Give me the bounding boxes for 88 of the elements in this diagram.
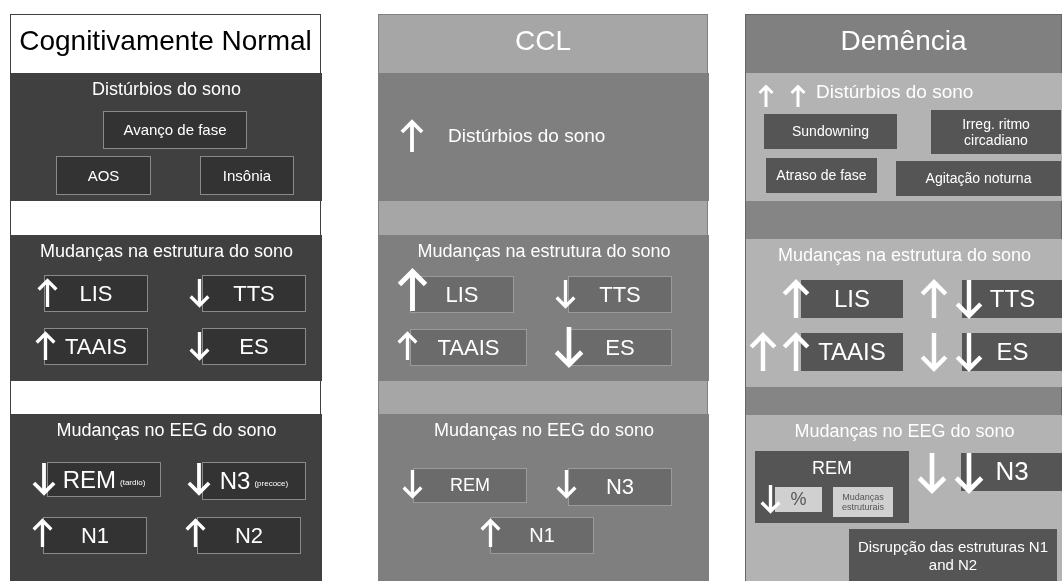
term-label: LIS	[79, 280, 113, 307]
term-box	[962, 280, 1062, 318]
term-label: TAAIS	[818, 338, 886, 366]
term-box	[568, 329, 672, 366]
column-panel	[745, 14, 1062, 581]
qualifier-note: (tardio)	[120, 477, 146, 488]
term-label: TTS	[599, 281, 641, 308]
term-box	[43, 517, 147, 554]
section-panel	[379, 414, 709, 581]
term-box	[962, 333, 1062, 371]
term-label: TAAIS	[65, 333, 127, 360]
section-heading: Distúrbios do sono	[448, 125, 606, 147]
term-box	[103, 111, 247, 149]
section-heading: Mudanças no EEG do sono	[55, 420, 278, 441]
term-label: N3	[605, 474, 635, 500]
term-box	[202, 275, 306, 312]
term-box	[44, 275, 148, 312]
section-heading: Mudanças na estrutura do sono	[776, 245, 1033, 266]
term-box	[755, 451, 909, 523]
term-box	[44, 328, 148, 365]
term-label: ES	[605, 334, 635, 361]
term-label: Insônia	[222, 166, 272, 185]
term-label: Atraso de fase	[776, 167, 867, 184]
term-label: Irreg. ritmo circadiano	[961, 115, 1031, 149]
column-title: Demência	[839, 25, 968, 58]
term-box	[896, 161, 1061, 196]
term-label: LIS	[445, 281, 479, 308]
section-heading: Mudanças no EEG do sono	[432, 420, 656, 441]
term-label: LIS	[834, 285, 870, 313]
qualifier-note: (precoce)	[254, 479, 289, 489]
term-box	[568, 276, 672, 313]
box-heading: REM	[811, 458, 853, 479]
term-label: Disrupção das estruturas N1 and N2	[856, 538, 1050, 573]
section-heading: Mudanças na estrutura do sono	[38, 241, 295, 262]
term-box	[56, 156, 151, 195]
term-label: N1	[80, 522, 110, 549]
term-label: %	[790, 489, 807, 510]
term-box	[197, 517, 301, 554]
term-label: Avanço de fase	[123, 121, 227, 139]
term-box	[490, 517, 594, 554]
term-label: Sundowning	[791, 123, 870, 140]
term-box	[801, 333, 903, 371]
section-panel	[379, 73, 709, 201]
term-box	[413, 468, 527, 503]
sub-box	[833, 487, 893, 517]
term-box	[568, 468, 672, 506]
term-label: TTS	[233, 280, 275, 307]
section-panel	[11, 73, 322, 201]
section-panel	[379, 235, 709, 381]
term-label: TTS	[989, 285, 1036, 313]
sub-box	[775, 487, 822, 512]
column-panel	[10, 14, 321, 581]
term-label: REM	[62, 465, 116, 494]
term-box	[200, 156, 294, 195]
term-box	[410, 276, 514, 313]
term-label: REM	[450, 475, 490, 496]
term-label: N3	[995, 457, 1029, 487]
term-box	[47, 462, 161, 497]
section-heading: Mudanças no EEG do sono	[793, 421, 1016, 442]
term-label: N3	[219, 467, 251, 495]
term-label: N1	[529, 524, 555, 547]
section-panel	[11, 414, 322, 581]
term-box	[766, 158, 877, 193]
term-label: Mudanças estruturais	[841, 491, 885, 513]
section-panel	[746, 239, 1062, 387]
section-panel	[746, 73, 1062, 201]
term-label: TAAIS	[437, 334, 500, 361]
section-heading: Distúrbios do sono	[816, 81, 974, 103]
term-box	[410, 329, 527, 366]
term-box	[764, 114, 897, 149]
term-box	[931, 110, 1061, 154]
section-heading: Distúrbios do sono	[90, 79, 243, 100]
term-label: AOS	[87, 166, 120, 185]
term-label: N2	[234, 522, 264, 549]
term-box	[801, 280, 903, 318]
term-box	[961, 453, 1062, 491]
section-panel	[746, 415, 1062, 581]
column-title: Cognitivamente Normal	[18, 25, 313, 58]
section-heading: Mudanças na estrutura do sono	[416, 241, 672, 262]
term-label: ES	[239, 333, 269, 360]
term-box	[202, 462, 306, 500]
term-label: ES	[996, 338, 1029, 366]
section-panel	[11, 235, 322, 381]
term-label: Agitação noturna	[925, 170, 1032, 187]
column-panel	[378, 14, 708, 581]
column-title: CCL	[514, 25, 572, 58]
term-box	[849, 529, 1057, 581]
term-box	[202, 328, 306, 365]
